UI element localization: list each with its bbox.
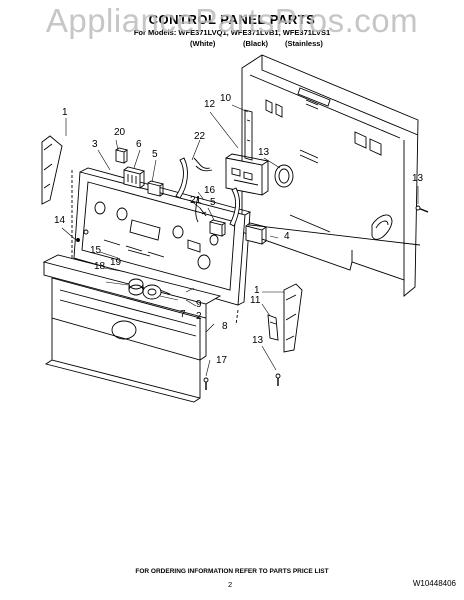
callout-13-lower: 13	[252, 335, 264, 346]
side-trim-left	[41, 135, 63, 205]
callout-4: 4	[284, 231, 290, 242]
callout-19: 19	[110, 257, 122, 268]
sensor-13	[274, 164, 294, 188]
callout-18: 18	[94, 261, 106, 272]
callout-5-lower: 5	[210, 197, 216, 208]
color-white: (White)	[190, 39, 216, 48]
callout-14: 14	[54, 215, 66, 226]
watermark-text: AppliancePartsPros.com	[45, 2, 419, 39]
page-number: 2	[228, 580, 233, 589]
callout-7: 7	[180, 309, 186, 320]
side-trim-right	[283, 283, 303, 353]
color-black: (Black)	[243, 39, 269, 48]
callout-3: 3	[92, 139, 98, 150]
callout-6: 6	[136, 139, 142, 150]
callout-21: 21	[190, 195, 202, 206]
screw-21	[199, 207, 207, 217]
callout-16: 16	[204, 185, 216, 196]
callout-22: 22	[194, 131, 206, 142]
callout-5: 5	[152, 149, 158, 160]
switch-4	[245, 222, 268, 245]
control-panel-front	[73, 167, 252, 306]
console-back-panel	[241, 54, 419, 297]
wire-harness	[249, 224, 421, 246]
callout-13: 13	[258, 147, 270, 158]
callout-13-right: 13	[412, 173, 424, 184]
bracket-11	[267, 314, 279, 341]
model-list: For Models: WFE371LVQ1, WFE371LVB1, WFE3…	[133, 28, 331, 37]
callout-20: 20	[114, 127, 126, 138]
color-stainless: (Stainless)	[285, 39, 323, 48]
document-number: W10448406	[412, 579, 456, 588]
callout-11: 11	[250, 295, 261, 306]
wire-clips	[175, 157, 241, 227]
leader-dashes	[71, 170, 239, 326]
switch-5-lower	[209, 219, 227, 237]
callout-9: 9	[196, 299, 202, 310]
knob-parts	[127, 249, 171, 300]
infinite-switch	[123, 166, 146, 189]
callout-1: 1	[62, 107, 68, 118]
switch-5-upper	[147, 180, 165, 197]
callout-2: 2	[196, 311, 202, 322]
screws	[76, 205, 429, 390]
switch-20	[115, 147, 129, 164]
callout-10: 10	[220, 93, 232, 104]
ordering-note: FOR ORDERING INFORMATION REFER TO PARTS …	[135, 568, 329, 575]
callout-12: 12	[204, 99, 216, 110]
bracket-10	[244, 109, 253, 161]
leader-lines	[61, 104, 419, 377]
callout-8: 8	[222, 321, 228, 332]
callout-17: 17	[216, 355, 228, 366]
callout-15: 15	[90, 245, 102, 256]
diagram-title: CONTROL PANEL PARTS	[148, 12, 316, 27]
electronic-control-board	[225, 153, 270, 196]
callout-1-right: 1	[254, 285, 260, 296]
